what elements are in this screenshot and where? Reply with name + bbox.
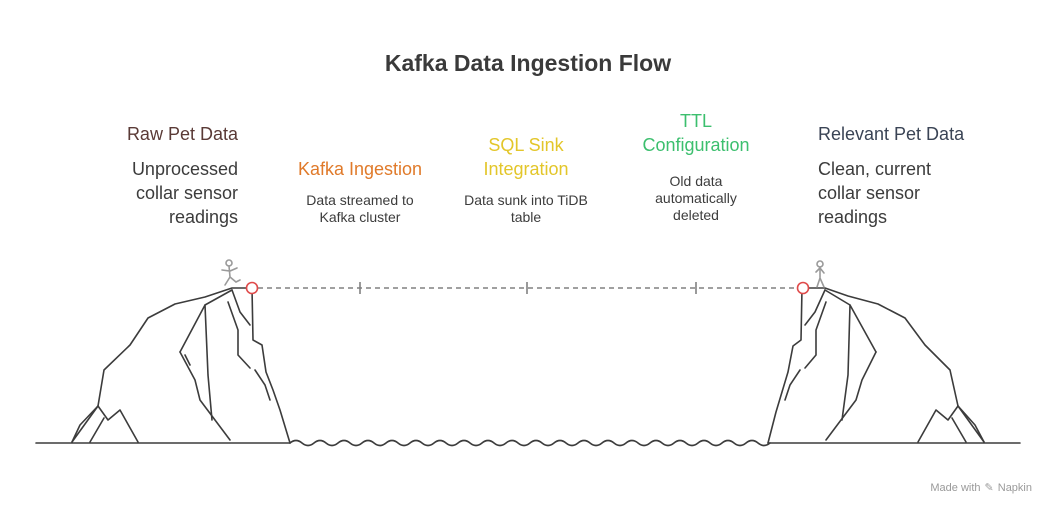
right-title: Relevant Pet Data: [818, 124, 965, 144]
step-title-line: SQL Sink: [488, 135, 564, 155]
left-title: Raw Pet Data: [126, 124, 238, 144]
right-description: Clean, current collar sensor readings: [818, 157, 1018, 229]
step-title-line: TTL: [679, 111, 712, 131]
right-person-figure: [815, 260, 825, 288]
step-kafka-ingestion-description: Data streamed to Kafka cluster: [270, 192, 450, 226]
right-description-line: readings: [818, 207, 888, 227]
right-description-line: collar sensor: [818, 183, 921, 203]
step-ttl-description: Old data automatically deleted: [606, 173, 786, 224]
step-description-line: Old data: [669, 173, 723, 189]
step-description-line: automatically: [655, 190, 737, 206]
left-description-line: collar sensor: [135, 183, 238, 203]
step-sql-sink-title: SQL Sink Integration: [436, 133, 616, 181]
made-with-label: Made with: [930, 481, 981, 494]
step-description-line: table: [510, 209, 542, 225]
left-description: Unprocessed collar sensor readings: [60, 157, 238, 229]
left-endpoint-marker: [245, 281, 259, 295]
right-endpoint-marker: [796, 281, 810, 295]
water-waves: [289, 439, 771, 447]
step-sql-sink-description: Data sunk into TiDB table: [436, 192, 616, 226]
step-title-line: Kafka Ingestion: [297, 159, 423, 179]
step-kafka-ingestion-title: Kafka Ingestion: [270, 157, 450, 181]
step-title-line: Integration: [483, 159, 569, 179]
diagram-title: Kafka Data Ingestion Flow: [384, 50, 672, 76]
napkin-logo-icon: ✎: [984, 482, 994, 494]
step-title-line: Configuration: [642, 135, 750, 155]
left-person-figure: [221, 259, 241, 286]
napkin-brand-label: Napkin: [997, 481, 1032, 494]
made-with-credit[interactable]: Made with ✎ Napkin: [930, 481, 1032, 495]
step-description-line: deleted: [673, 207, 719, 223]
step-description-line: Kafka cluster: [319, 209, 401, 225]
step-ttl-title: TTL Configuration: [606, 109, 786, 157]
step-description-line: Data sunk into TiDB: [464, 192, 588, 208]
right-description-line: Clean, current: [818, 159, 932, 179]
left-cliff: [71, 287, 291, 444]
right-cliff: [767, 287, 985, 444]
left-description-line: readings: [168, 207, 238, 227]
left-description-line: Unprocessed: [131, 159, 238, 179]
step-description-line: Data streamed to: [306, 192, 414, 208]
